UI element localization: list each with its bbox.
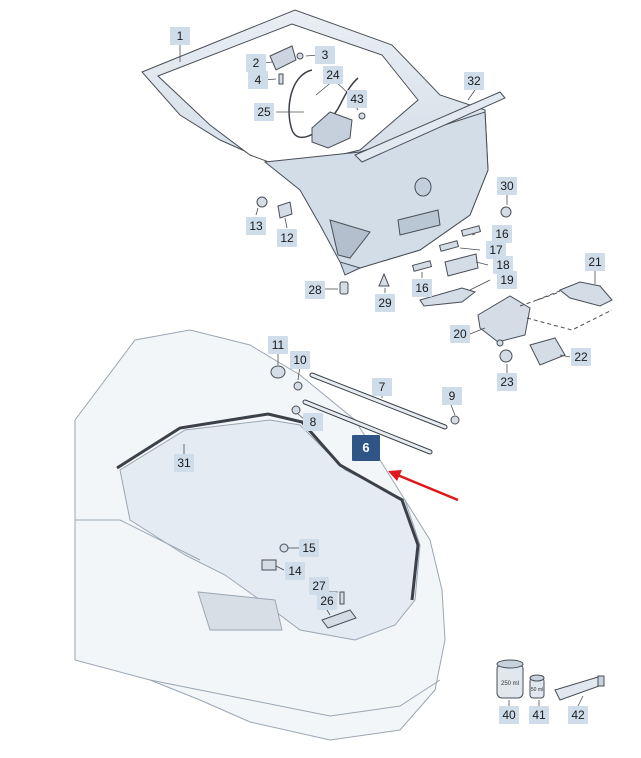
callout-26[interactable]: 26 xyxy=(317,592,337,610)
callout-19[interactable]: 19 xyxy=(497,271,517,289)
callout-4[interactable]: 4 xyxy=(248,71,268,89)
callout-43[interactable]: 43 xyxy=(347,90,367,108)
callout-27[interactable]: 27 xyxy=(309,577,329,595)
callout-30[interactable]: 30 xyxy=(497,177,517,195)
callout-11[interactable]: 11 xyxy=(268,336,288,354)
callout-7[interactable]: 7 xyxy=(372,378,392,396)
leader-lines xyxy=(179,45,596,707)
callout-31[interactable]: 31 xyxy=(174,454,194,472)
bottle-label: 50 ml xyxy=(531,687,543,693)
callout-17[interactable]: 17 xyxy=(486,241,506,259)
callout-16-lower[interactable]: 16 xyxy=(412,279,432,297)
callout-1[interactable]: 1 xyxy=(170,27,190,45)
callout-40[interactable]: 40 xyxy=(499,706,519,724)
consumables xyxy=(496,659,605,701)
callout-18[interactable]: 18 xyxy=(493,256,513,274)
callout-41[interactable]: 41 xyxy=(529,706,549,724)
callout-3[interactable]: 3 xyxy=(315,46,335,64)
callout-32[interactable]: 32 xyxy=(464,72,484,90)
car-body xyxy=(74,329,446,741)
callout-22[interactable]: 22 xyxy=(571,348,591,366)
callout-42[interactable]: 42 xyxy=(568,706,588,724)
callout-25[interactable]: 25 xyxy=(254,103,274,121)
highlight-arrow xyxy=(388,470,459,502)
callout-24[interactable]: 24 xyxy=(323,66,343,84)
callout-9[interactable]: 9 xyxy=(442,387,462,405)
callout-16[interactable]: 16 xyxy=(492,225,512,243)
callout-2[interactable]: 2 xyxy=(246,54,266,72)
callout-12[interactable]: 12 xyxy=(277,229,297,247)
callout-23[interactable]: 23 xyxy=(497,373,517,391)
callout-21[interactable]: 21 xyxy=(585,253,605,271)
grease-tin-label: 250 ml xyxy=(501,681,519,687)
callout-10[interactable]: 10 xyxy=(290,351,310,369)
callout-29[interactable]: 29 xyxy=(375,294,395,312)
gas-struts xyxy=(302,372,448,455)
callout-20[interactable]: 20 xyxy=(450,325,470,343)
callout-14[interactable]: 14 xyxy=(285,562,305,580)
callout-13[interactable]: 13 xyxy=(246,217,266,235)
callout-15[interactable]: 15 xyxy=(299,539,319,557)
callout-6-highlighted[interactable]: 6 xyxy=(352,435,380,461)
tailgate-assembly xyxy=(141,9,506,276)
body-hardware xyxy=(261,365,460,629)
dashed-leaders xyxy=(519,289,613,331)
callout-8[interactable]: 8 xyxy=(303,413,323,431)
small-hardware xyxy=(256,52,613,366)
callout-28[interactable]: 28 xyxy=(305,281,325,299)
